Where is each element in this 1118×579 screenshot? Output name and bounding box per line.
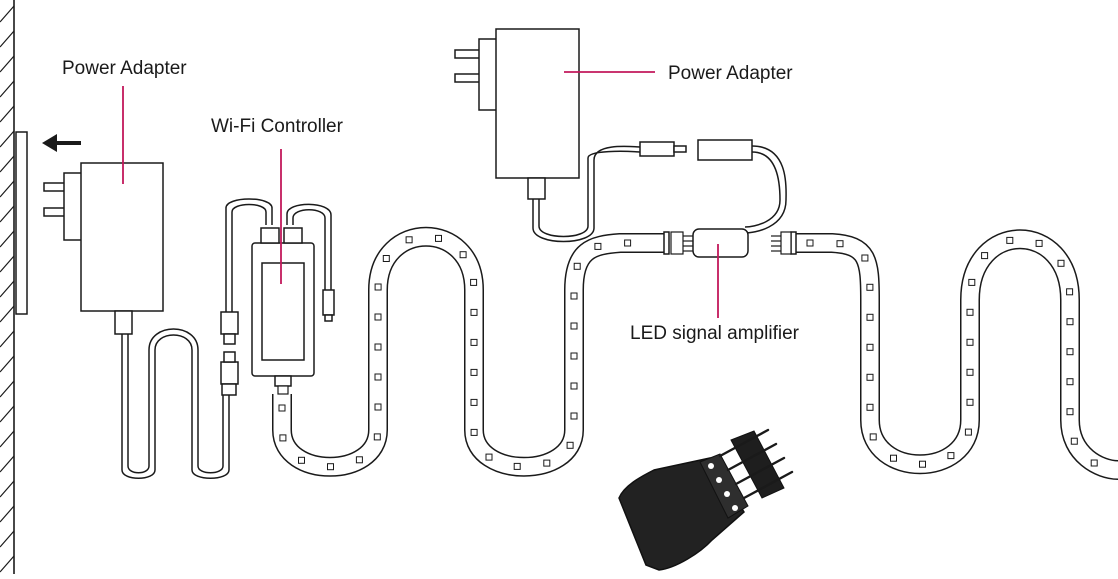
led-dot [570,352,578,360]
led-dot [570,322,578,330]
label-power-adapter-left: Power Adapter [62,58,187,79]
led-dot [298,456,305,464]
led-dot [1066,318,1074,326]
led-dot [470,308,478,316]
led-dot [278,404,286,412]
led-dot [947,452,955,460]
led-dot [964,428,972,436]
led-dot [981,252,989,260]
led-dot [594,242,602,250]
led-dot [869,433,877,441]
led-dot [966,368,974,376]
led-dot [570,412,578,420]
led-dot [485,453,493,461]
led-dot [373,433,381,441]
led-dot [470,368,478,376]
led-dot [866,403,874,411]
led-dot [405,236,413,244]
led-dot [966,398,974,406]
led-dot [1066,288,1074,296]
led-dot [866,283,874,291]
wifi-controller [251,227,335,387]
wall-hatch-icon [0,0,28,574]
led-dot [966,308,974,316]
led-dot [1006,236,1014,244]
led-dot [573,262,581,270]
led-dot [836,240,844,248]
led-dot [470,428,478,436]
label-power-adapter-top: Power Adapter [668,63,793,84]
led-dot [624,239,632,247]
led-dot [919,460,926,468]
led-dot [374,283,382,291]
led-dot [327,463,334,471]
led-dot [374,403,382,411]
wall-outlet [15,131,28,315]
power-adapter-top [454,28,580,200]
led-dot [1070,437,1078,445]
label-wifi-controller: Wi-Fi Controller [211,116,343,137]
led-dot [470,278,478,286]
led-dot [966,338,974,346]
power-adapter-left [43,162,164,335]
led-dot [459,251,467,259]
dc-connectors [639,139,753,161]
led-dot [513,462,521,470]
led-dot [866,313,874,321]
led-dot [374,313,382,321]
led-dots [278,234,1098,471]
led-dot [890,454,897,462]
led-dot [1066,378,1074,386]
left-arrow-icon [42,134,81,152]
leader-lines [122,71,719,318]
led-dot [470,338,478,346]
led-dot [570,382,578,390]
led-dot [374,343,382,351]
led-dot [279,434,287,442]
led-dot [1035,239,1043,247]
led-dot [355,456,363,464]
label-led-signal-amplifier: LED signal amplifier [630,323,799,344]
led-dot [382,255,390,262]
led-signal-amplifier [692,228,749,258]
led-dot [1057,259,1065,267]
led-dot [470,398,478,406]
pin-connectors [277,231,792,395]
rgb-connector [618,428,794,571]
led-dot [570,292,578,300]
led-dot [1066,408,1074,416]
led-dot [968,278,976,286]
led-dot [566,441,574,449]
led-dot [806,239,814,247]
led-dot [1090,459,1098,467]
led-dot [866,343,874,351]
cables [121,145,787,479]
inline-connectors [220,311,239,396]
led-dot [861,254,869,262]
led-dot [1066,348,1074,356]
led-dot [374,373,382,381]
led-dot [435,234,442,242]
led-dot [866,373,874,381]
led-dot [543,459,551,467]
